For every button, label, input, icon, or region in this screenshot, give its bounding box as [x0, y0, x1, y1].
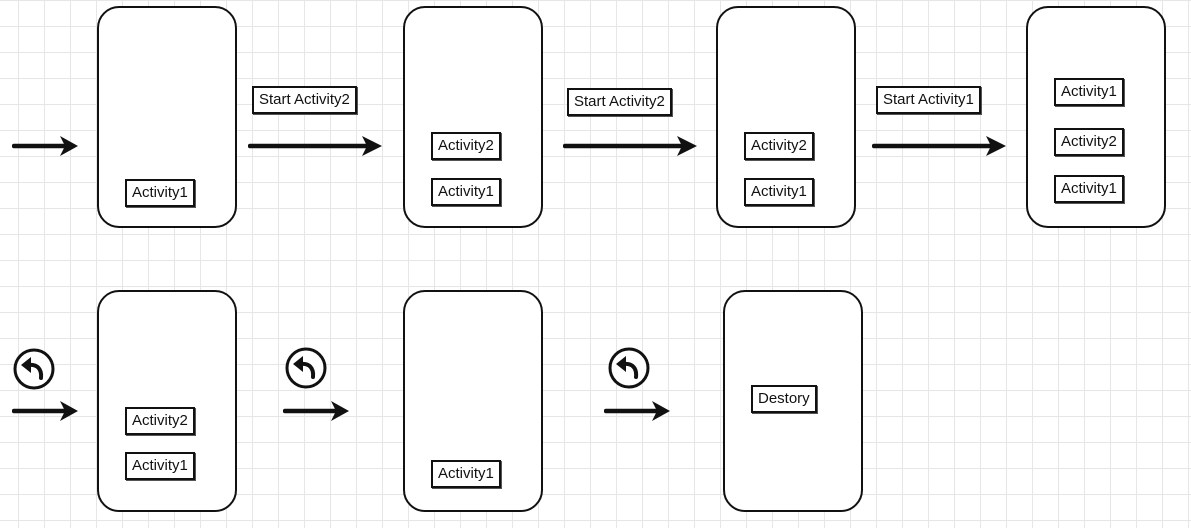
- phone-screen-3: Activity2 Activity1: [716, 6, 856, 228]
- phone-screen-7: Destory: [723, 290, 863, 512]
- destroy-label: Destory: [751, 385, 817, 413]
- right-arrow-icon: [12, 136, 78, 156]
- action-label: Start Activity2: [567, 88, 672, 116]
- activity-label: Activity2: [125, 407, 195, 435]
- right-arrow-icon: [283, 401, 349, 421]
- phone-screen-2: Activity2 Activity1: [403, 6, 543, 228]
- activity-label: Activity2: [744, 132, 814, 160]
- activity-label: Activity1: [125, 452, 195, 480]
- activity-label: Activity1: [125, 179, 195, 207]
- activity-label: Activity1: [431, 460, 501, 488]
- phone-screen-1: Activity1: [97, 6, 237, 228]
- back-arrow-icon: [608, 347, 650, 389]
- activity-label: Activity1: [431, 178, 501, 206]
- right-arrow-icon: [12, 401, 78, 421]
- phone-screen-4: Activity1 Activity2 Activity1: [1026, 6, 1166, 228]
- back-arrow-icon: [13, 348, 55, 390]
- activity-label: Activity1: [1054, 78, 1124, 106]
- phone-screen-5: Activity2 Activity1: [97, 290, 237, 512]
- activity-label: Activity2: [431, 132, 501, 160]
- activity-label: Activity1: [1054, 175, 1124, 203]
- activity-label: Activity2: [1054, 128, 1124, 156]
- action-label: Start Activity2: [252, 86, 357, 114]
- phone-screen-6: Activity1: [403, 290, 543, 512]
- right-arrow-icon: [248, 136, 382, 156]
- action-label: Start Activity1: [876, 86, 981, 114]
- right-arrow-icon: [563, 136, 697, 156]
- right-arrow-icon: [604, 401, 670, 421]
- back-arrow-icon: [285, 347, 327, 389]
- right-arrow-icon: [872, 136, 1006, 156]
- activity-label: Activity1: [744, 178, 814, 206]
